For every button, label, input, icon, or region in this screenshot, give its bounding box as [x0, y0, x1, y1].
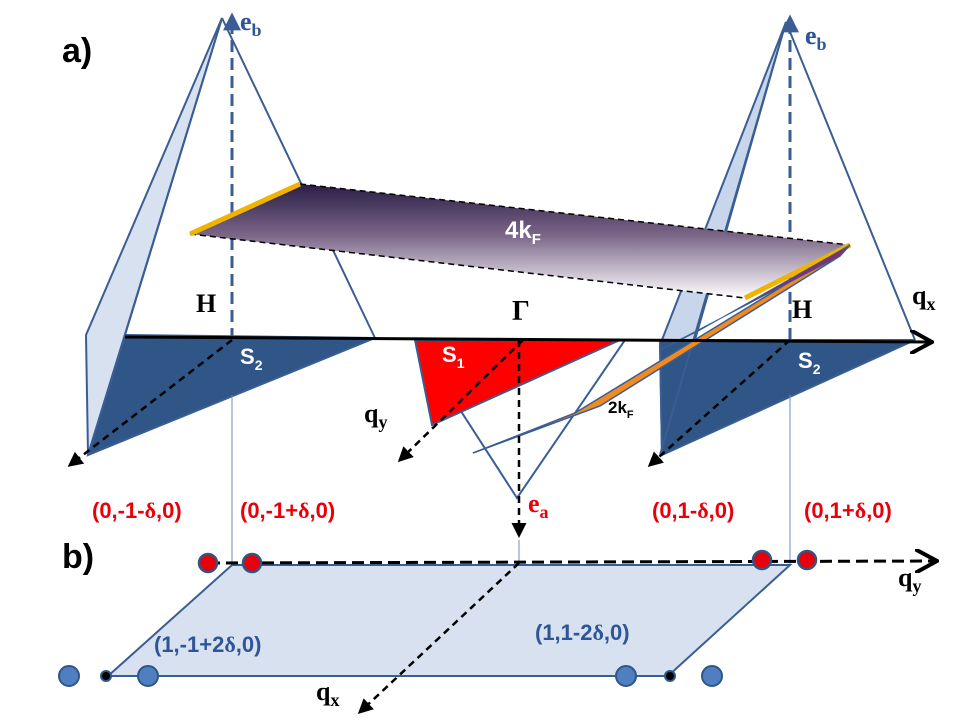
label-4kF: 4kF — [505, 217, 541, 248]
blue-dot-1 — [58, 665, 80, 687]
panel-b-label: b) — [62, 538, 94, 576]
black-dot-1 — [100, 670, 112, 682]
qx-label-top: qx — [912, 281, 935, 314]
eb-label-right: eb — [805, 21, 827, 54]
right-s2-triangle — [658, 339, 916, 457]
right-diagonal-arrow — [647, 339, 791, 467]
red-dot-2 — [241, 552, 263, 574]
plane-4kF-right-gold — [743, 242, 852, 301]
left-pyramid-edge-right — [221, 17, 376, 339]
strip-2kF-upper — [659, 244, 851, 351]
blue-dot-4 — [701, 665, 723, 687]
red-dot-1 — [197, 552, 219, 574]
ea-label: ea — [528, 489, 549, 522]
s1-label: S1 — [442, 342, 465, 371]
gamma-label: Γ — [512, 296, 530, 327]
red-dot-3 — [751, 549, 773, 571]
plane-4kF-bottom-edge — [189, 233, 746, 299]
wavevector-blue-1: (1,-1+2δ,0) — [154, 632, 261, 657]
eb-label-left: eb — [240, 7, 262, 40]
black-dot-2 — [664, 670, 676, 682]
label-2kF: 2kF — [608, 398, 634, 421]
panel-a-label: a) — [62, 32, 92, 70]
wavevector-blue-2: (1,1-2δ,0) — [535, 620, 630, 645]
s2-label-right: S2 — [798, 348, 821, 377]
H-label-left: H — [196, 289, 216, 318]
blue-dot-2 — [137, 665, 159, 687]
wavevector-red-2: (0,-1+δ,0) — [240, 498, 335, 523]
wavevector-red-4: (0,1+δ,0) — [804, 498, 892, 523]
qy-axis-bottom — [207, 561, 935, 563]
plane-4kF — [190, 184, 850, 298]
H-label-right: H — [792, 295, 812, 324]
plane-4kF-left-gold — [188, 181, 302, 237]
qy-label-center: qy — [364, 399, 387, 432]
qx-axis-top — [124, 337, 930, 342]
qy-axis-center — [397, 339, 524, 463]
right-pyramid-edge-right — [785, 21, 916, 341]
panel-b-plane — [105, 564, 793, 677]
s2-label-left: S2 — [240, 344, 263, 373]
qx-label-bottom: qx — [316, 677, 339, 710]
plane-4kF-top-edge — [299, 183, 851, 246]
qx-axis-bottom — [357, 562, 520, 715]
qy-label-bottom: qy — [898, 563, 921, 596]
wavevector-red-3: (0,1-δ,0) — [652, 498, 734, 523]
left-pyramid-edge-left — [87, 17, 223, 456]
blue-dot-3 — [615, 665, 637, 687]
left-diagonal-arrow — [67, 339, 233, 467]
red-dot-4 — [796, 549, 818, 571]
wavevector-red-1: (0,-1-δ,0) — [92, 498, 182, 523]
